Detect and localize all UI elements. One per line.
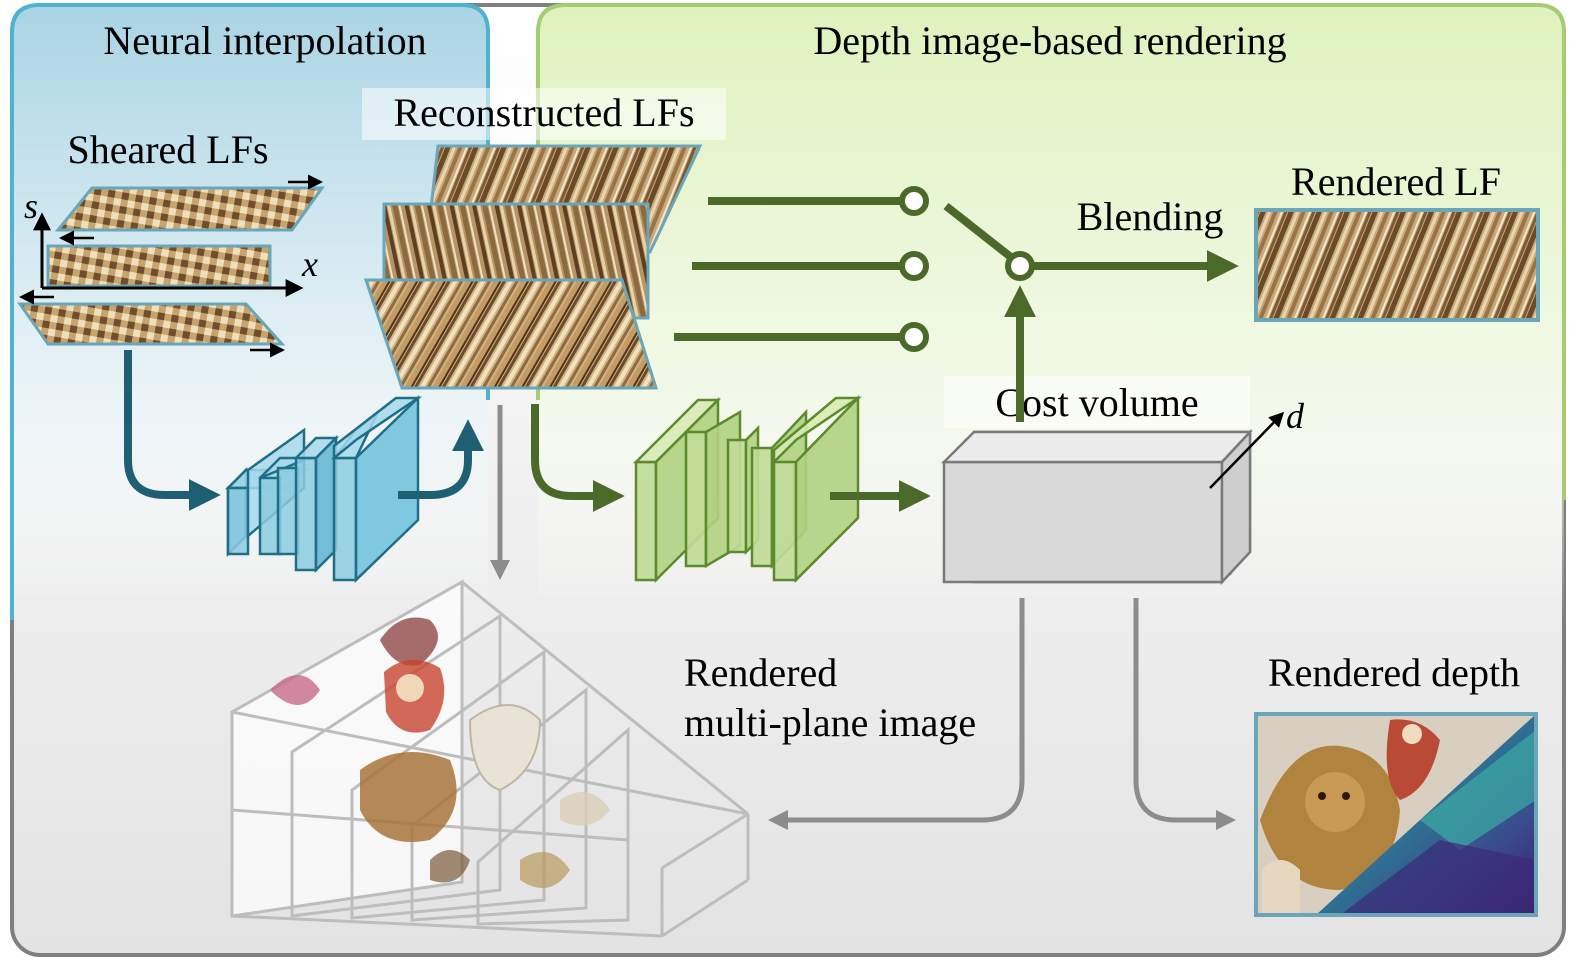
reconstructed-lfs-label: Reconstructed LFs: [393, 90, 694, 135]
cost-volume-to-depth-arrow: [1133, 598, 1236, 830]
cost-volume-label: Cost volume: [995, 380, 1198, 425]
sheared-lf-top: [54, 186, 325, 232]
reconstructed-label-bg: [362, 88, 726, 140]
cost-volume-label-bg: [944, 376, 1250, 428]
rendered-depth-label: Rendered depth: [1268, 650, 1520, 695]
rendered-lf-label: Rendered LF: [1291, 159, 1501, 204]
network-to-reconstructed-arrow: [398, 419, 484, 499]
blending-label: Blending: [1077, 194, 1224, 239]
dibr-title: Depth image-based rendering: [813, 18, 1286, 63]
blending-switch: [674, 186, 1239, 422]
mpi-image-fragments: [270, 617, 610, 888]
s-axis-label: s: [24, 186, 38, 226]
cost-volume-to-mpi-arrow: [768, 598, 1025, 830]
d-axis-line: [1209, 411, 1285, 489]
rendered-lf-image: [1254, 208, 1540, 322]
reconstructed-lf-front: [363, 278, 659, 390]
rendered-depth-image: [1254, 712, 1538, 917]
sheared-to-network-arrow: [124, 350, 221, 511]
neural-interpolation-title: Neural interpolation: [103, 18, 426, 63]
cost-volume-block: [940, 428, 1253, 586]
cost-network-block: [632, 394, 863, 584]
rendered-mpi-label-line1: Rendered: [684, 650, 837, 695]
rendered-mpi-label-line2: multi-plane image: [684, 700, 976, 745]
d-axis-label: d: [1286, 396, 1305, 436]
sheared-lf-middle: [46, 244, 272, 288]
sheared-lf-stack: s x: [17, 174, 325, 358]
sheared-lf-bottom: [17, 302, 286, 346]
x-axis-label: x: [301, 244, 318, 284]
neural-network-block: [224, 395, 423, 583]
reconstructed-to-cost-network-arrow: [531, 404, 625, 512]
sheared-lfs-label: Sheared LFs: [67, 127, 268, 172]
reconstructed-lf-stack: [363, 144, 703, 390]
